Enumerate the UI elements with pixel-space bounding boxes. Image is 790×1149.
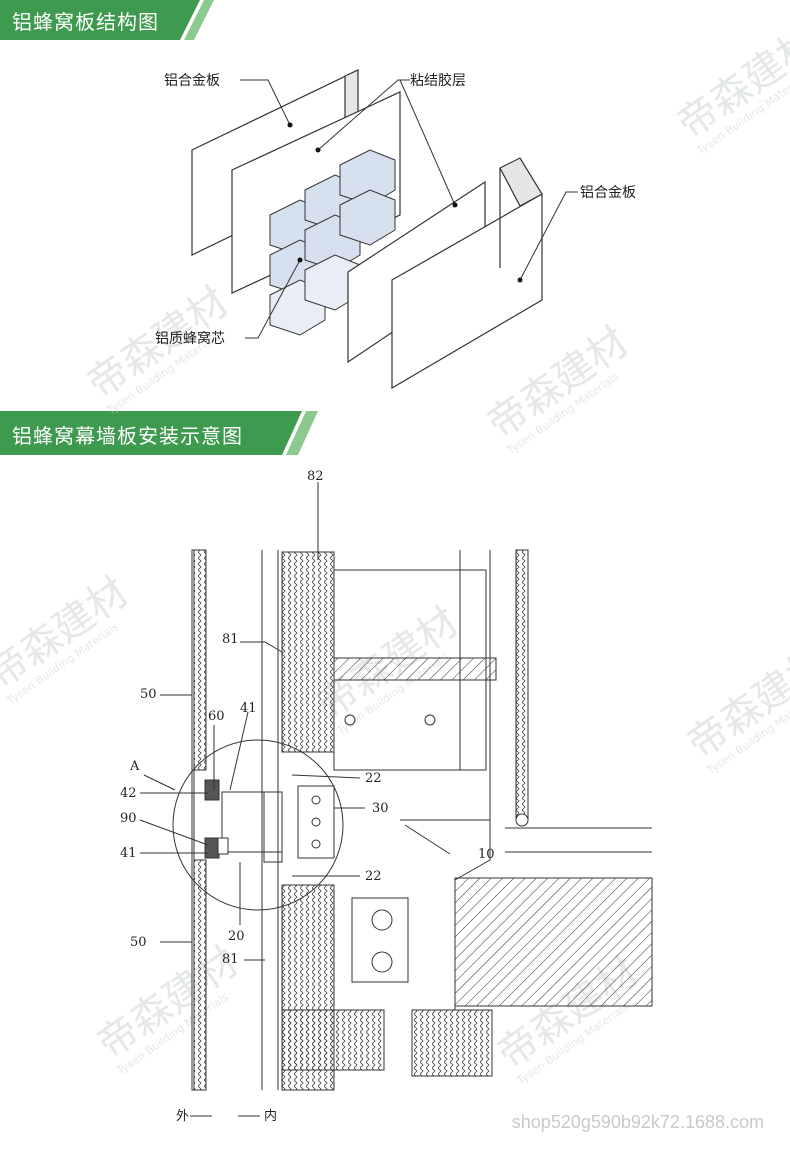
callout-50-upper: 50 [140, 687, 157, 702]
callout-81-lower: 81 [222, 952, 239, 967]
callout-90: 90 [120, 811, 137, 826]
insulation-upper [281, 551, 335, 753]
floor-slab-upper [333, 657, 497, 681]
shop-url: shop520g590b92k72.1688.com [511, 1112, 764, 1132]
aluminum-profile [221, 791, 283, 853]
concrete-slab [454, 877, 653, 1007]
callout-10: 10 [478, 847, 495, 862]
back-panel-fold [499, 157, 543, 207]
callout-22-lower: 22 [365, 869, 382, 884]
callout-81-upper: 81 [222, 632, 239, 647]
callout-60: 60 [208, 709, 225, 724]
callout-20: 20 [228, 929, 245, 944]
callout-A: A [129, 759, 140, 774]
steel-bracket-30 [297, 785, 335, 859]
label-back-aluminum-panel: 铝合金板 [580, 185, 636, 201]
interior-wall-panel [515, 549, 529, 821]
honeycomb-panel-lower [193, 859, 207, 1091]
section1-title: 铝蜂窝板结构图 [12, 10, 159, 34]
installation-drawing [139, 482, 653, 1091]
callout-30: 30 [372, 801, 389, 816]
lower-bracket [351, 897, 409, 983]
label-honeycomb-core: 铝质蜂窝芯 [155, 330, 225, 347]
section2-title: 铝蜂窝幕墙板安装示意图 [12, 424, 243, 448]
banner-shape [0, 411, 318, 455]
callout-50-lower: 50 [130, 935, 147, 950]
legend-outside: 外 [176, 1109, 189, 1124]
exploded-leaders [240, 79, 578, 339]
callout-41-lower: 41 [120, 846, 137, 861]
section1-banner: 铝蜂窝板结构图 [0, 0, 230, 44]
callout-22-upper: 22 [365, 771, 382, 786]
honeycomb-panel-upper [193, 549, 207, 771]
label-adhesive-layer: 粘结胶层 [410, 72, 466, 89]
detail-circle-a [172, 739, 344, 911]
callout-82: 82 [307, 469, 324, 484]
legend-inside: 内 [264, 1108, 277, 1124]
exploded-diagram [191, 69, 578, 390]
label-front-aluminum-panel: 铝合金板 [164, 73, 220, 89]
install-leaders [139, 482, 451, 961]
honeycomb-core [269, 149, 396, 336]
section2-banner: 铝蜂窝幕墙板安装示意图 [0, 411, 340, 455]
back-aluminum-panel [391, 192, 543, 390]
direction-legend: 外 内 [176, 1108, 277, 1124]
banner-shape [0, 0, 214, 40]
callout-42: 42 [120, 786, 137, 801]
callout-41-upper: 41 [240, 701, 257, 716]
